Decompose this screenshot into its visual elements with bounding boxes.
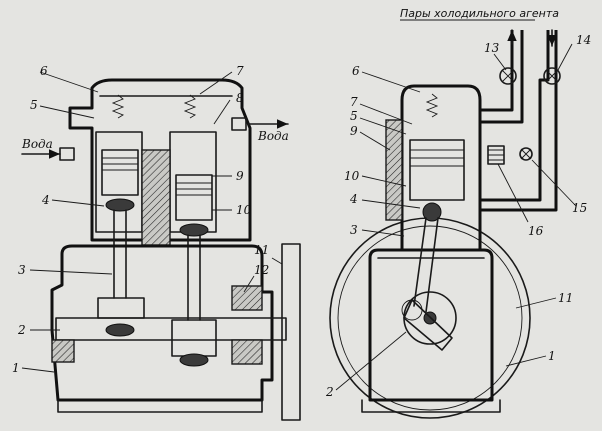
callout-left-4: 4 (41, 193, 50, 207)
callout-left-9: 9 (236, 169, 244, 183)
callout-right-6: 6 (352, 64, 360, 78)
right-callouts: 6 13 14 7 5 9 10 4 3 16 15 11 1 2 (325, 33, 591, 399)
water-out-label: Вода (257, 129, 289, 143)
callout-left-11: 11 (254, 243, 269, 257)
callout-left-3: 3 (18, 263, 26, 277)
right-piston (175, 174, 213, 237)
callout-right-5: 5 (350, 109, 358, 123)
left-piston (101, 149, 139, 212)
callout-right-15: 15 (572, 201, 587, 215)
callout-left-8: 8 (236, 91, 244, 105)
callout-right-11: 11 (558, 291, 573, 305)
callout-right-14: 14 (576, 33, 591, 47)
callout-left-10: 10 (236, 203, 252, 217)
left-crankshaft (55, 297, 287, 367)
callout-left-1: 1 (12, 361, 20, 375)
callout-right-9: 9 (350, 124, 358, 138)
callout-left-5: 5 (30, 98, 38, 112)
callout-left-12: 12 (254, 263, 269, 277)
left-callouts: 6 7 5 8 9 4 10 11 3 12 2 1 (12, 64, 283, 375)
callout-right-1: 1 (548, 349, 556, 363)
callout-right-16: 16 (528, 224, 544, 238)
callout-right-3: 3 (350, 223, 358, 237)
callout-left-6: 6 (40, 64, 48, 78)
callout-right-2: 2 (325, 385, 334, 399)
callout-left-7: 7 (236, 64, 244, 78)
left-section-view (50, 78, 301, 421)
callout-right-7: 7 (350, 95, 358, 109)
callout-left-2: 2 (17, 323, 26, 337)
callout-right-4: 4 (349, 192, 358, 206)
vapour-caption: Пары холодильного агента (400, 7, 559, 20)
callout-right-10: 10 (344, 169, 360, 183)
water-in-label: Вода (21, 137, 53, 151)
right-section-view (329, 30, 561, 419)
callout-right-13: 13 (484, 41, 500, 55)
